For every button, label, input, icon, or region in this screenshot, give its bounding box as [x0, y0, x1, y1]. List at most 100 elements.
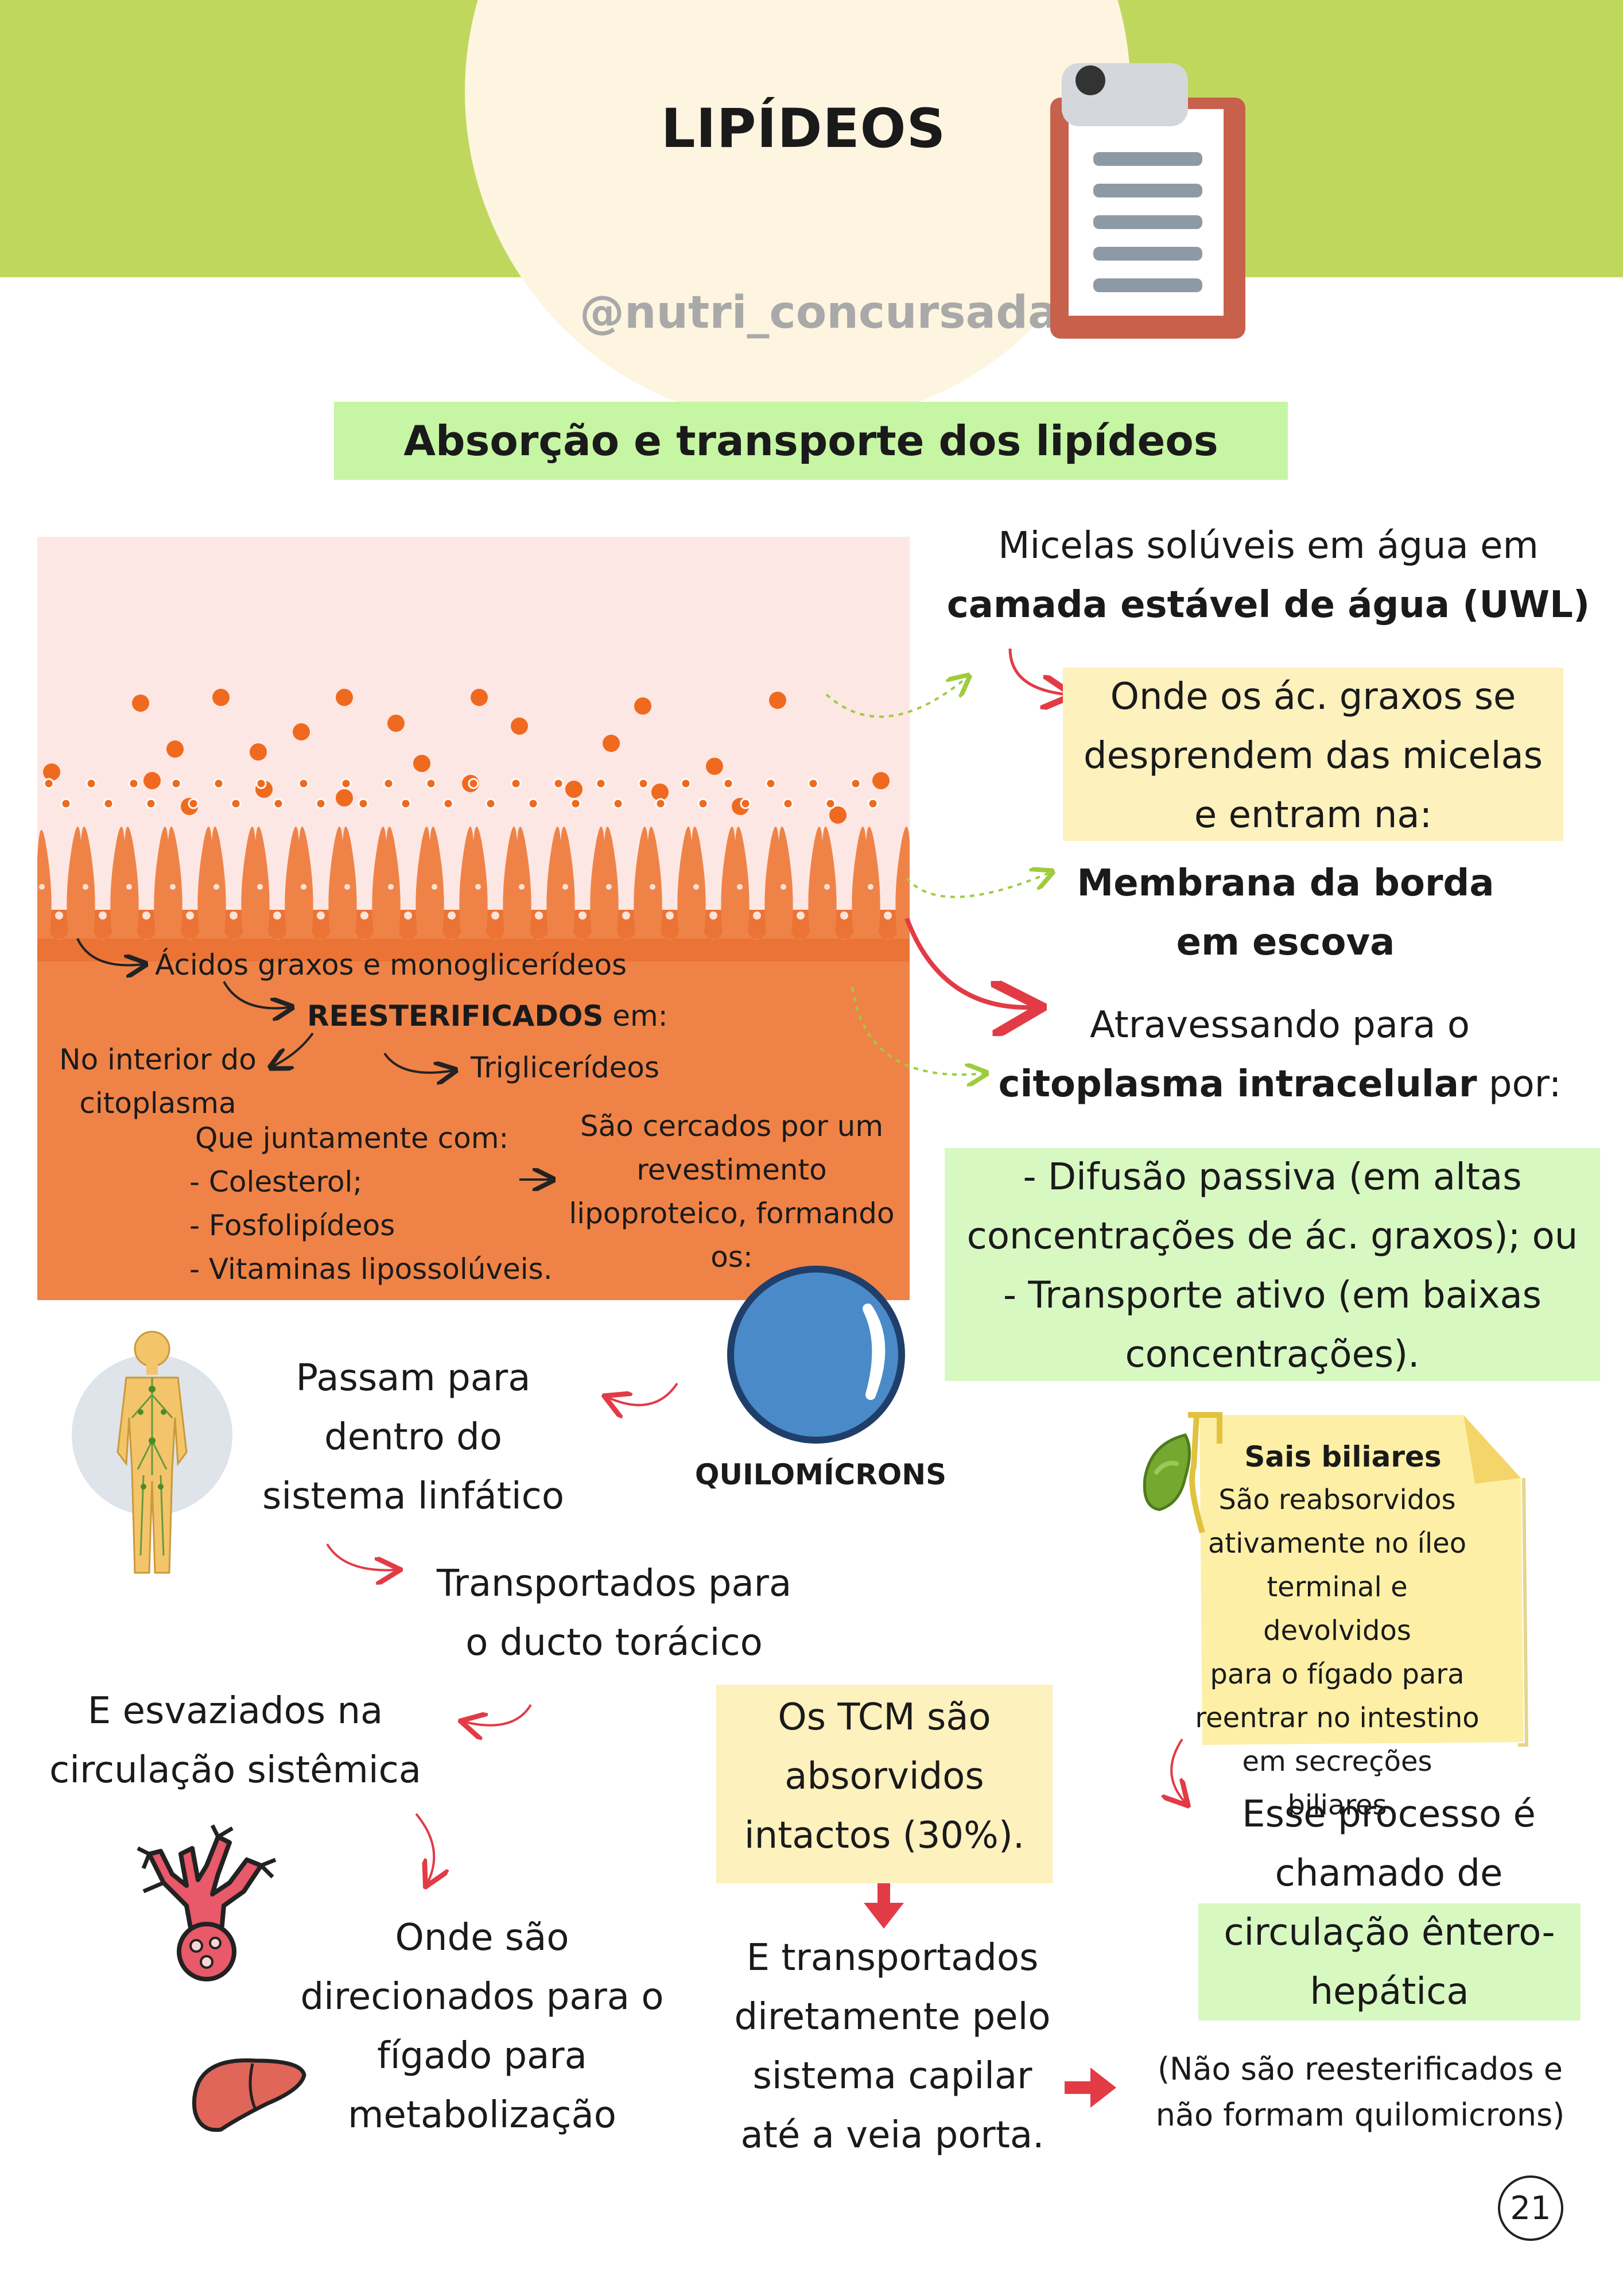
micelle-dot — [840, 912, 848, 920]
micelle-dot — [872, 772, 890, 789]
micelle-dot — [83, 884, 88, 890]
micelle-dot — [413, 755, 430, 772]
transport-box: - Difusão passiva (em altas concentraçõe… — [945, 1148, 1600, 1381]
sais-line: em secreções biliares — [1242, 1746, 1432, 1821]
handle: @nutri_concursada — [580, 287, 1058, 339]
micelle-dot — [606, 884, 612, 890]
liver-icon — [192, 2058, 306, 2132]
micelle-dot — [255, 778, 267, 789]
passam-line: Passam para — [296, 1357, 531, 1399]
micelle-dot — [650, 884, 655, 890]
tcm-transportados-line: sistema capilar — [752, 2055, 1032, 2097]
micelle-dot — [706, 758, 723, 775]
interior-line: citoplasma — [79, 1087, 236, 1120]
micelle-dot — [55, 912, 63, 920]
micelle-dot — [145, 798, 157, 809]
micelle-dot — [825, 798, 836, 809]
tcm-note: (Não são reesterificados e não formam qu… — [1125, 2046, 1595, 2138]
tcm-transportados-line: até a veia porta. — [740, 2114, 1045, 2157]
micelle-dot — [622, 912, 630, 920]
micelle-dot — [527, 798, 539, 809]
esse-text: Esse processo é chamado de — [1188, 1785, 1590, 1903]
membrana-text: Membrana da borda em escova — [1010, 854, 1561, 972]
transport-line: - Difusão passiva (em altas — [1023, 1156, 1522, 1199]
micelle-dot — [166, 740, 184, 758]
micelle-dot — [212, 689, 230, 706]
micelle-dot — [404, 912, 412, 920]
juntamente-line: Que juntamente com: — [195, 1122, 509, 1155]
micelle-dot — [213, 884, 219, 890]
triglic-text: Triglicerídeos — [471, 1051, 660, 1084]
quilomicrons-label: QUILOMÍCRONS — [694, 1458, 947, 1491]
interior-line: No interior do — [59, 1043, 257, 1076]
micelle-dot — [448, 912, 456, 920]
micelle-dot — [336, 789, 353, 806]
micelas-line-bold: camada estável de água (UWL) — [946, 584, 1590, 626]
sais-line: ativamente no íleo — [1207, 1527, 1467, 1560]
micelle-dot — [358, 798, 369, 809]
page-number: 21 — [1498, 2175, 1563, 2241]
micelle-dot — [387, 715, 405, 732]
micelle-dot — [740, 798, 751, 809]
micelle-dot — [578, 912, 587, 920]
micelle-dot — [126, 884, 132, 890]
micelle-dot — [213, 778, 224, 789]
micelle-dot — [142, 912, 150, 920]
micelle-dot — [884, 912, 892, 920]
transport-line: concentrações de ác. graxos); ou — [966, 1215, 1578, 1258]
micelle-dot — [829, 806, 847, 824]
membrana-line: em escova — [1176, 921, 1395, 964]
micelle-dot — [340, 778, 352, 789]
cercados-line: São cercados por um — [580, 1110, 884, 1143]
micelle-dot — [723, 778, 734, 789]
micelle-dot — [425, 778, 437, 789]
esvaziados-line: circulação sistêmica — [49, 1749, 421, 1791]
tcm-line: intactos (30%). — [744, 1814, 1025, 1857]
transport-line: concentrações). — [1125, 1333, 1420, 1376]
micelle-dot — [471, 689, 488, 706]
cercados-line: revestimento — [636, 1153, 827, 1186]
micelle-dot — [468, 778, 479, 789]
transport-line: - Transporte ativo (em baixas — [1003, 1274, 1542, 1317]
micelle-dot — [383, 778, 394, 789]
micelle-dot — [230, 798, 242, 809]
micelle-dot — [432, 884, 437, 890]
tcm-line: Os TCM são — [778, 1696, 991, 1739]
micelle-dot — [519, 884, 525, 890]
circulacao-line: circulação êntero- — [1224, 1911, 1555, 1954]
micelle-dot — [491, 912, 499, 920]
micelle-dot — [43, 778, 55, 789]
micelle-dot — [485, 798, 496, 809]
esvaziados-text: E esvaziados na circulação sistêmica — [34, 1682, 436, 1800]
onde-sao-line: fígado para — [377, 2035, 587, 2077]
micelle-dot — [612, 798, 624, 809]
onde-line: e entram na: — [1194, 794, 1432, 836]
micelle-dot — [680, 778, 692, 789]
micelle-dot — [867, 798, 879, 809]
micelle-dot — [697, 798, 709, 809]
micelle-dot — [315, 798, 327, 809]
passam-line: dentro do — [324, 1416, 502, 1459]
micelle-dot — [655, 798, 666, 809]
cercados-line: lipoproteico, formando — [569, 1197, 895, 1230]
micelle-dot — [86, 778, 97, 789]
micelle-dot — [475, 884, 481, 890]
onde-sao-line: direcionados para o — [300, 1976, 664, 2018]
micelle-dot — [753, 912, 761, 920]
citoplasma-bold: citoplasma intracelular — [998, 1063, 1477, 1106]
micelle-dot — [317, 912, 325, 920]
reest-tail: em: — [603, 999, 668, 1033]
sais-line: terminal e devolvidos — [1263, 1571, 1411, 1647]
tcm-line: absorvidos — [785, 1755, 984, 1798]
tcm-transportados-line: diretamente pelo — [734, 1996, 1051, 2038]
micelle-dot — [257, 884, 263, 890]
esvaziados-line: E esvaziados na — [87, 1690, 383, 1732]
chylomicron-sphere — [727, 1266, 905, 1444]
micelle-dot — [39, 884, 45, 890]
tcm-transportados-line: E transportados — [746, 1937, 1039, 1979]
gallbladder-icon — [1143, 1412, 1222, 1534]
atravessando-tail: por: — [1477, 1063, 1562, 1106]
micelle-dot — [132, 695, 149, 712]
micelle-dot — [824, 884, 830, 890]
micelle-dot — [360, 912, 368, 920]
